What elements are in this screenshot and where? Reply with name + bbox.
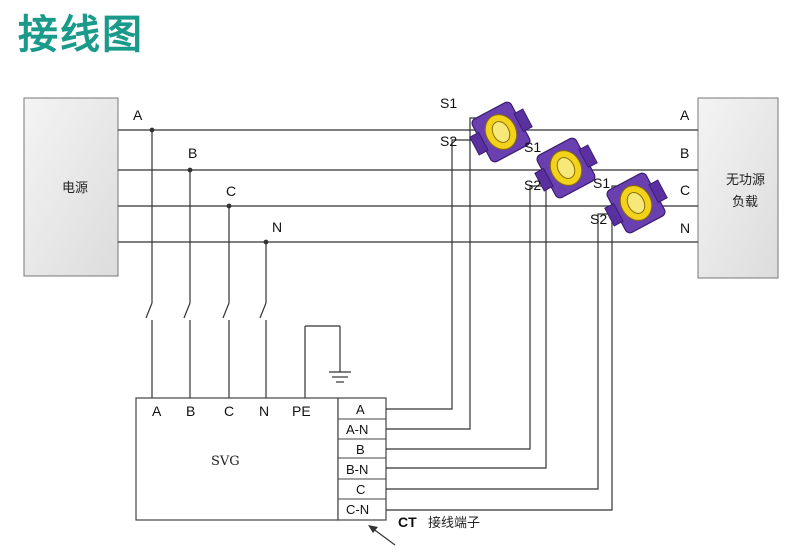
page-title: 接线图 [18, 12, 144, 58]
bus-left-label-c: C [226, 183, 236, 199]
svg-device-label: SVG [211, 454, 240, 469]
ct-terminal-block: A A-N B B-N C C-N [337, 397, 387, 521]
ct-c-s2-label: S2 [590, 211, 607, 227]
ct-b-s2-label: S2 [524, 177, 541, 193]
terminal-a-n: A-N [346, 422, 368, 437]
ct-c-s1-label: S1 [593, 175, 610, 191]
breaker-drops [145, 127, 351, 398]
terminal-b: B [356, 442, 365, 457]
load-label-line2: 负载 [732, 195, 758, 210]
bus-right-label-b: B [680, 145, 689, 161]
ct-caption-ct: CT [398, 514, 417, 530]
current-transformer-c [604, 172, 668, 234]
ct-a-s1-label: S1 [440, 95, 457, 111]
bus-left-label-a: A [133, 107, 143, 123]
svg-input-b: B [186, 403, 195, 419]
svg-input-n: N [259, 403, 269, 419]
ct-terminal-caption: CT 接线端子 [368, 514, 480, 546]
ct-caption-text: 接线端子 [428, 515, 480, 531]
terminal-a: A [356, 402, 365, 417]
bus-right-label-a: A [680, 107, 690, 123]
power-source-label: 电源 [62, 181, 88, 196]
svg-input-a: A [152, 403, 162, 419]
svg-device: A B C N PE SVG [135, 397, 339, 521]
svg-input-pe: PE [292, 403, 311, 419]
power-source-box: 电源 [23, 97, 119, 277]
bus-lines [118, 129, 698, 243]
load-box: 无功源 负载 [697, 97, 779, 279]
load-label-line1: 无功源 [726, 173, 765, 188]
terminal-c: C [356, 482, 365, 497]
bus-left-label-b: B [188, 145, 197, 161]
svg-input-c: C [224, 403, 234, 419]
bus-right-label-c: C [680, 182, 690, 198]
bus-left-label-n: N [272, 219, 282, 235]
ct-b-s1-label: S1 [524, 139, 541, 155]
ct-a-s2-label: S2 [440, 133, 457, 149]
current-transformer-a [469, 101, 533, 163]
terminal-c-n: C-N [346, 502, 369, 517]
current-transformer-b [534, 137, 598, 199]
terminal-b-n: B-N [346, 462, 368, 477]
bus-right-label-n: N [680, 220, 690, 236]
